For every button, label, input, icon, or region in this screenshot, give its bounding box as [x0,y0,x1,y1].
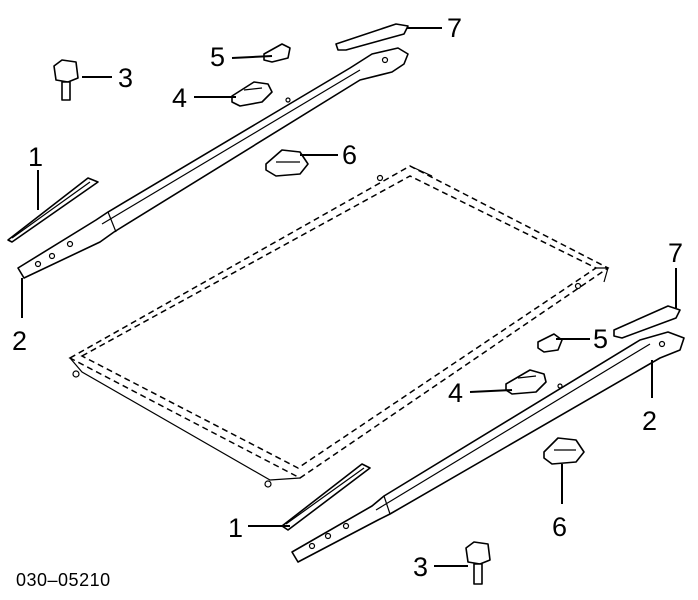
bracket-top [231,81,273,107]
bolt-bottom [465,541,491,585]
callout-6-top: 6 [342,140,357,170]
callout-1-right: 1 [228,513,243,543]
callout-3-bottom: 3 [413,552,428,582]
callout-1-left: 1 [28,142,43,172]
cap-right [537,333,563,353]
callout-5-right: 5 [593,324,608,354]
callout-3-top: 3 [118,63,133,93]
end-cover-right [613,305,681,339]
callout-7-top: 7 [447,13,462,43]
callout-7-right: 7 [668,238,683,268]
clip-top [265,149,309,177]
callout-5-top: 5 [210,42,225,72]
cap-top [263,43,291,63]
end-cover-top [335,23,409,51]
roof-rail-left [17,47,409,279]
bolt-top [53,59,79,101]
leader-lines [21,27,677,567]
callout-2-right: 2 [642,406,657,436]
roof-molding-left [7,177,99,243]
roof-panel [68,165,610,488]
clip-bottom [543,437,585,465]
roof-rail-right [291,331,685,563]
callout-4-right: 4 [448,378,463,408]
figure-code: 030–05210 [16,570,111,590]
callout-6-bottom: 6 [552,512,567,542]
roof-molding-right [281,463,371,531]
callout-2-left: 2 [12,326,27,356]
callout-4-top: 4 [172,83,187,113]
